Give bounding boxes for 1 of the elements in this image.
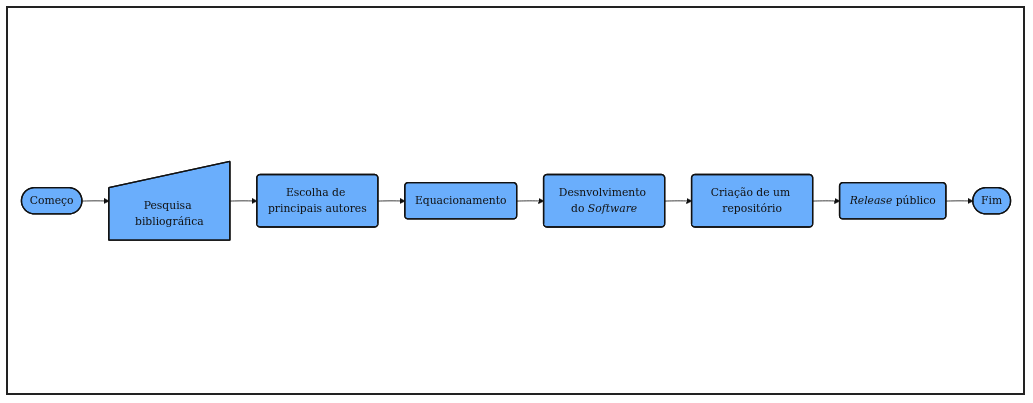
diagram-frame: Começo Pesquisa bibliográfica Escolha de principais autores Equacionamento Desnvolvimento do Software Criação de um repositório Release público Fim xyxy=(6,6,1025,395)
